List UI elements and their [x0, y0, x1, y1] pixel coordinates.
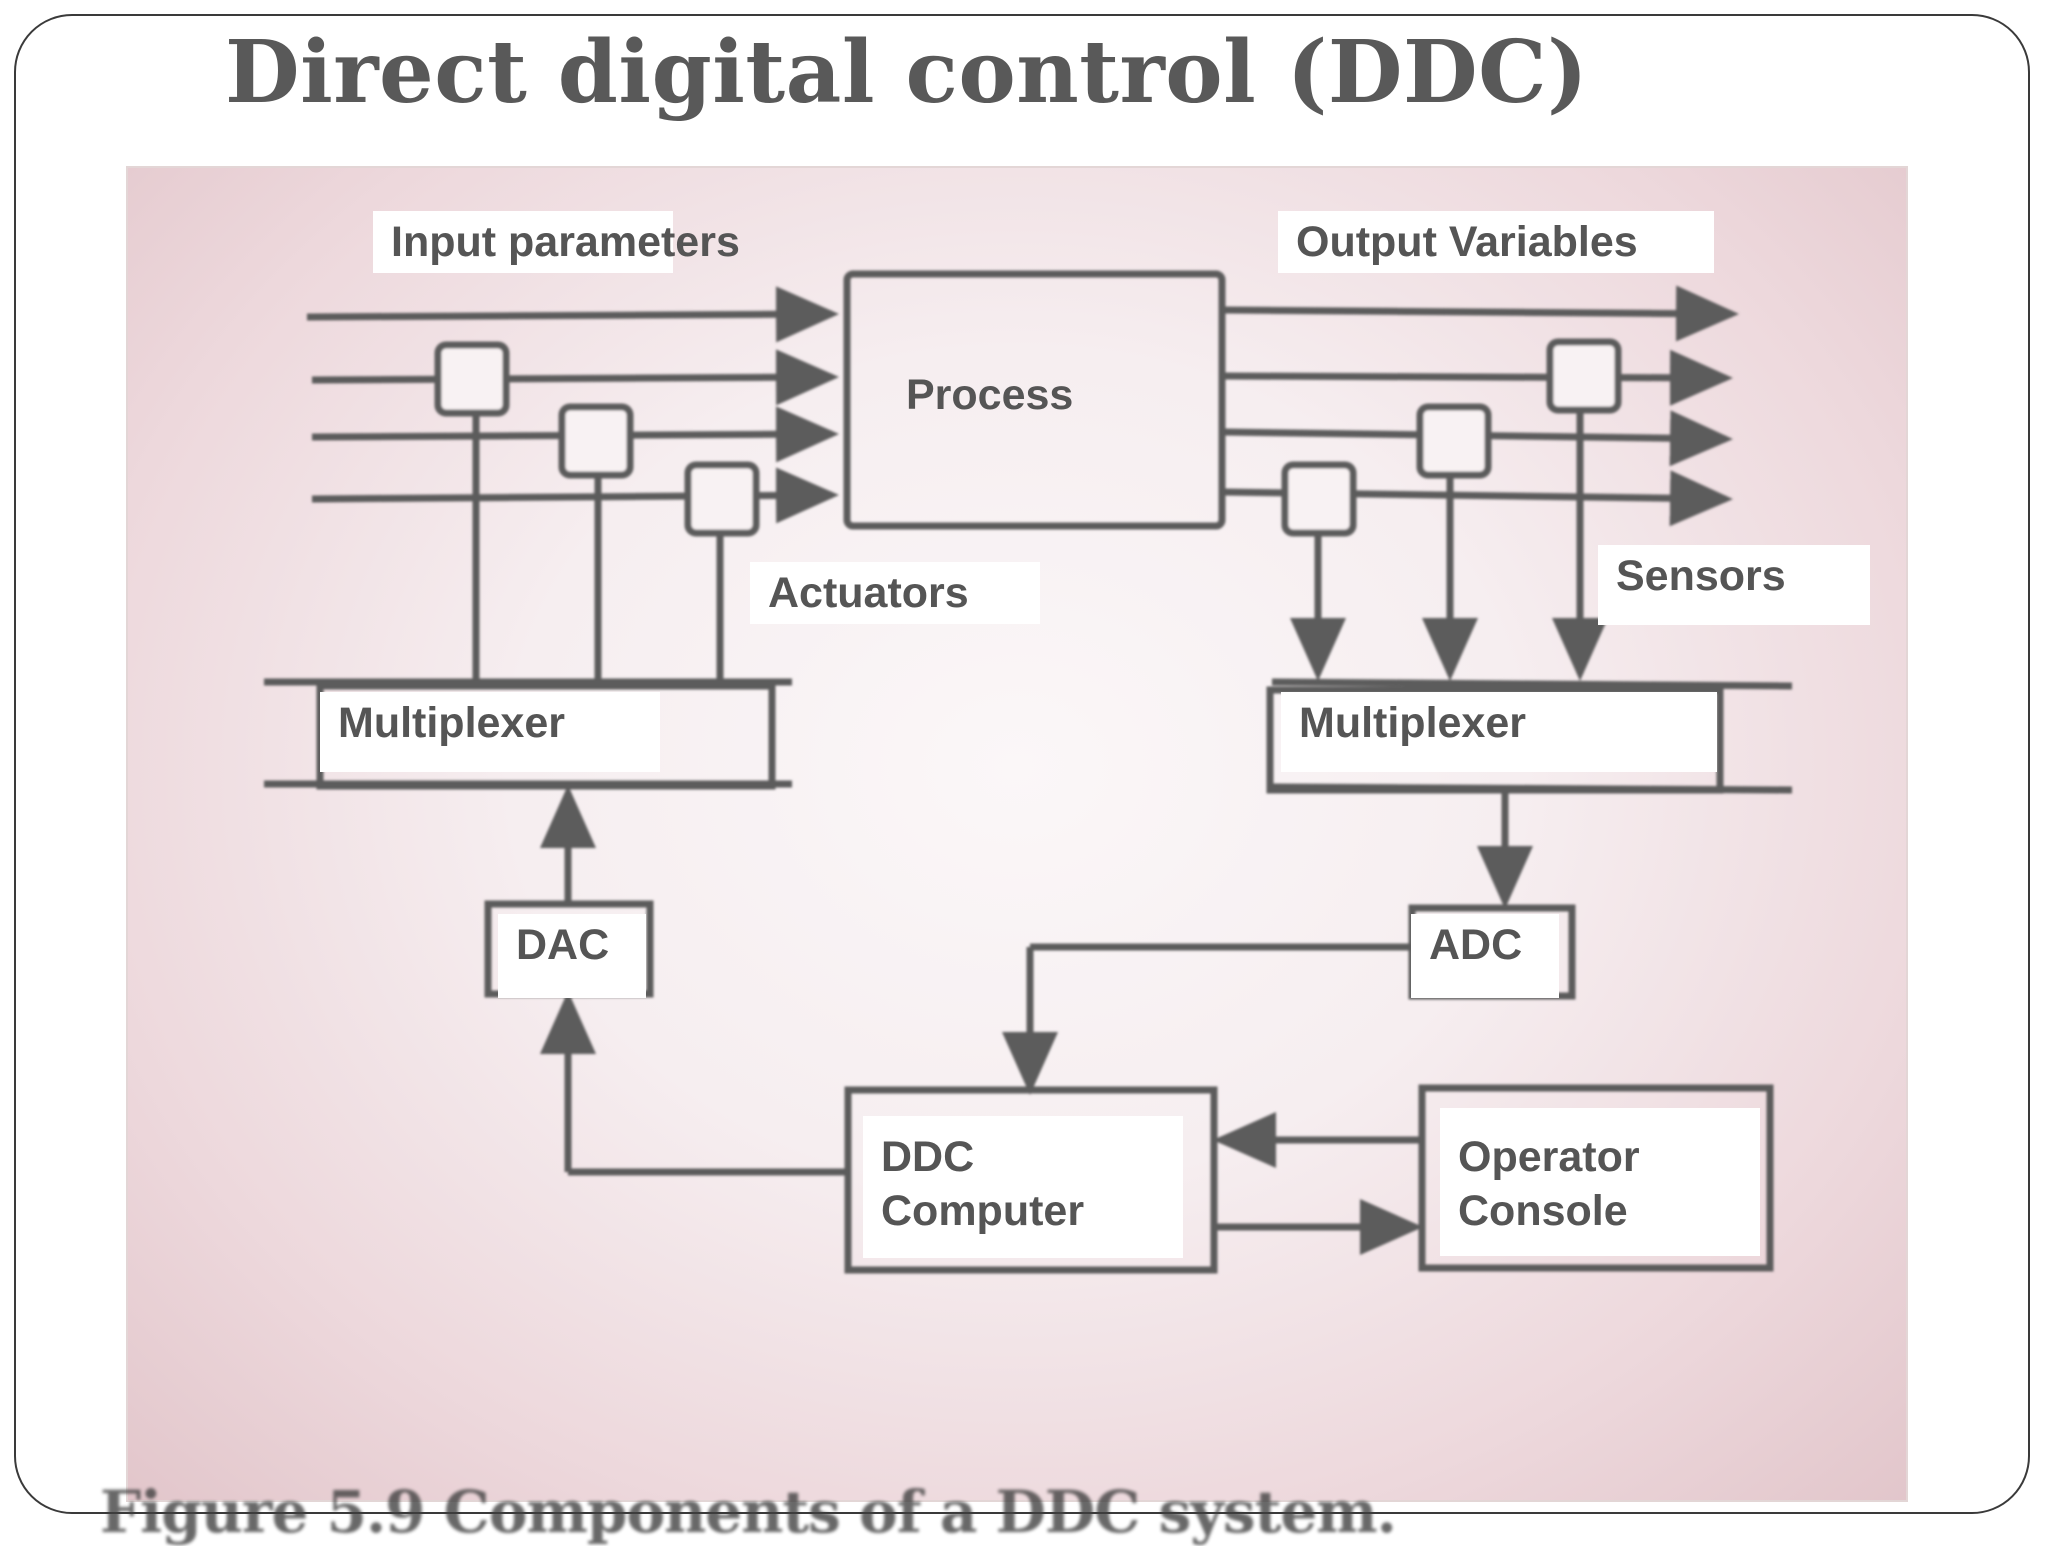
actuator-box-2	[558, 403, 634, 479]
adc-label: ADC	[1411, 914, 1559, 998]
slide-title: Direct digital control (DDC)	[225, 22, 1589, 123]
dac-label: DAC	[498, 914, 646, 998]
actuator-box-1	[434, 341, 510, 417]
input-parameters-label: Input parameters	[373, 211, 740, 273]
sensor-box-2	[1416, 403, 1492, 479]
operator-console-line1: Operator	[1458, 1133, 1640, 1181]
input-line-2	[311, 349, 839, 406]
sensor-box-3	[1546, 338, 1622, 414]
sensor-box-1	[1281, 461, 1357, 537]
operator-console-box	[1418, 1084, 1774, 1272]
multiplexer-left-label: Multiplexer	[320, 692, 660, 772]
input-line-1	[306, 286, 839, 343]
output-line-1	[1221, 285, 1739, 342]
output-variables-label: Output Variables	[1278, 211, 1714, 273]
figure-photo: Input parameters Output Variables Proces…	[100, 166, 1908, 1546]
process-label: Process	[906, 371, 1074, 419]
operator-console-line2: Console	[1458, 1187, 1628, 1235]
sensors-label: Sensors	[1598, 545, 1870, 625]
multiplexer-right-label: Multiplexer	[1281, 692, 1717, 772]
process-box	[843, 270, 1226, 530]
multiplexer-right-box	[1266, 686, 1724, 794]
figure-caption: Figure 5.9 Components of a DDC system.	[100, 1478, 1397, 1546]
ddc-computer-line1: DDC	[881, 1133, 975, 1181]
operator-console-label: Operator Console	[1440, 1108, 1760, 1256]
actuators-label: Actuators	[750, 562, 1040, 624]
ddc-computer-line2: Computer	[881, 1187, 1085, 1235]
ddc-block-diagram	[264, 270, 1793, 1274]
output-line-2	[1221, 349, 1733, 406]
ddc-computer-label: DDC Computer	[863, 1116, 1183, 1258]
ddc-computer-box	[844, 1086, 1218, 1274]
actuator-box-3	[684, 461, 760, 537]
